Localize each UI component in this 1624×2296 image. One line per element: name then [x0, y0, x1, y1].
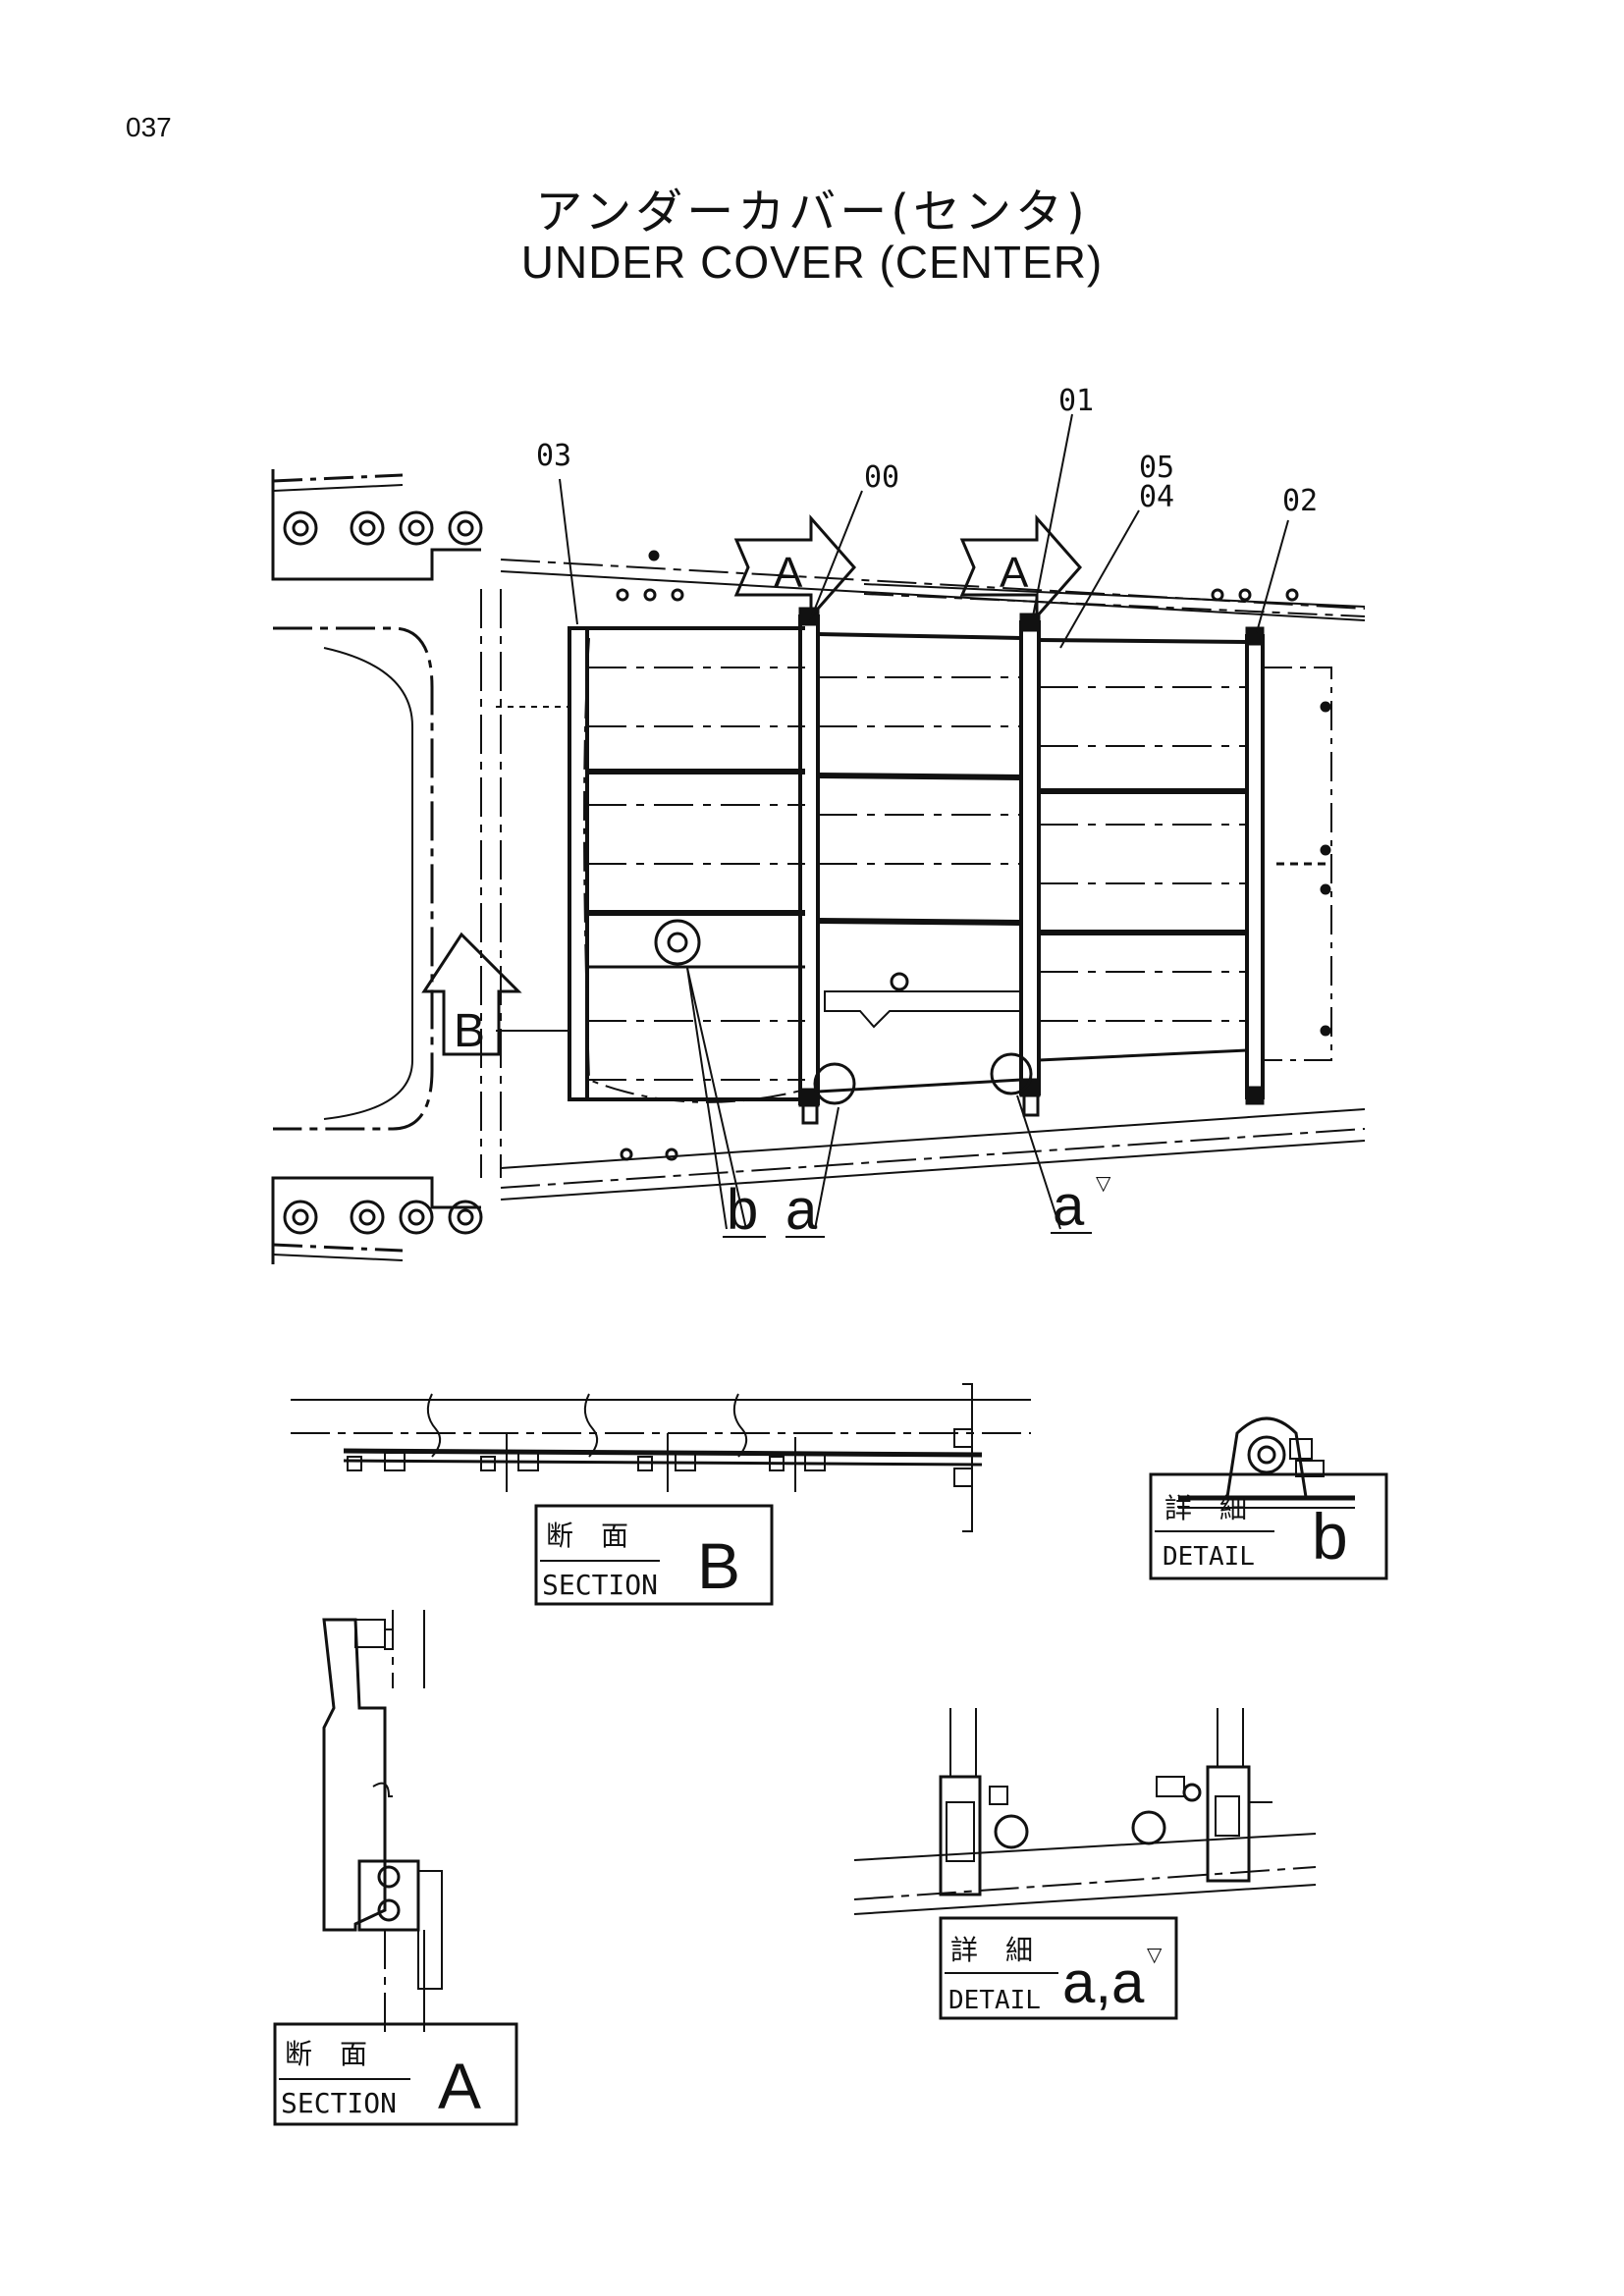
- callout-05: 05: [1139, 451, 1174, 485]
- section-a-label-jp: 断 面: [285, 2038, 367, 2070]
- callout-03: 03: [536, 439, 571, 473]
- section-a-view: [322, 1610, 443, 2032]
- arrow-label-a1: A: [774, 549, 803, 597]
- detail-aa-label-prime: ▽: [1147, 1943, 1163, 1966]
- detail-marker-prime-symbol: ▽: [1096, 1171, 1111, 1195]
- section-b-view: [291, 1383, 1031, 1532]
- section-a-label-letter: A: [438, 2050, 481, 2122]
- detail-aa-label-jp: 詳 細: [950, 1934, 1033, 1966]
- section-a-label-en: SECTION: [281, 2087, 397, 2119]
- view-arrow-b: [421, 932, 522, 1056]
- detail-aa-label-en: DETAIL: [948, 1986, 1041, 2015]
- callout-01: 01: [1058, 384, 1094, 418]
- detail-marker-a-prime: a: [1053, 1174, 1085, 1238]
- frame-bolt-holes-upper: [283, 510, 483, 546]
- detail-aa-label-letter: a,a: [1062, 1949, 1145, 2015]
- main-plan-view: [271, 413, 1366, 1264]
- frame-bolt-holes-lower: [283, 1200, 483, 1235]
- section-a-label-box: [273, 2022, 518, 2126]
- page-number: 037: [126, 112, 172, 142]
- detail-b-label-box: [1149, 1472, 1388, 1580]
- detail-aa-label-box: [939, 1916, 1178, 2020]
- section-b-label-letter: B: [697, 1529, 740, 1602]
- page-title-english: UNDER COVER (CENTER): [520, 237, 1104, 288]
- section-b-label-jp: 断 面: [546, 1520, 628, 1552]
- page-title-japanese: アンダーカバー(センタ): [535, 185, 1089, 240]
- detail-marker-a: a: [785, 1178, 818, 1242]
- leader-lines: [559, 413, 1289, 1238]
- callout-00: 00: [864, 460, 899, 495]
- view-arrow-a2: [959, 514, 1082, 620]
- detail-aa-view: [853, 1708, 1317, 1915]
- section-b-label-en: SECTION: [542, 1569, 658, 1601]
- detail-b-view: [1178, 1416, 1355, 1509]
- detail-b-label-en: DETAIL: [1163, 1542, 1255, 1572]
- detail-marker-b: b: [727, 1178, 758, 1242]
- callout-02: 02: [1282, 484, 1318, 518]
- arrow-label-a2: A: [1000, 549, 1029, 597]
- callout-04: 04: [1139, 480, 1174, 514]
- detail-b-label-letter: b: [1312, 1500, 1348, 1573]
- under-cover-panels: [568, 607, 1332, 1125]
- arrow-label-b: B: [454, 1005, 485, 1057]
- detail-b-label-jp: 詳 細: [1164, 1492, 1247, 1524]
- section-b-label-box: [534, 1504, 774, 1606]
